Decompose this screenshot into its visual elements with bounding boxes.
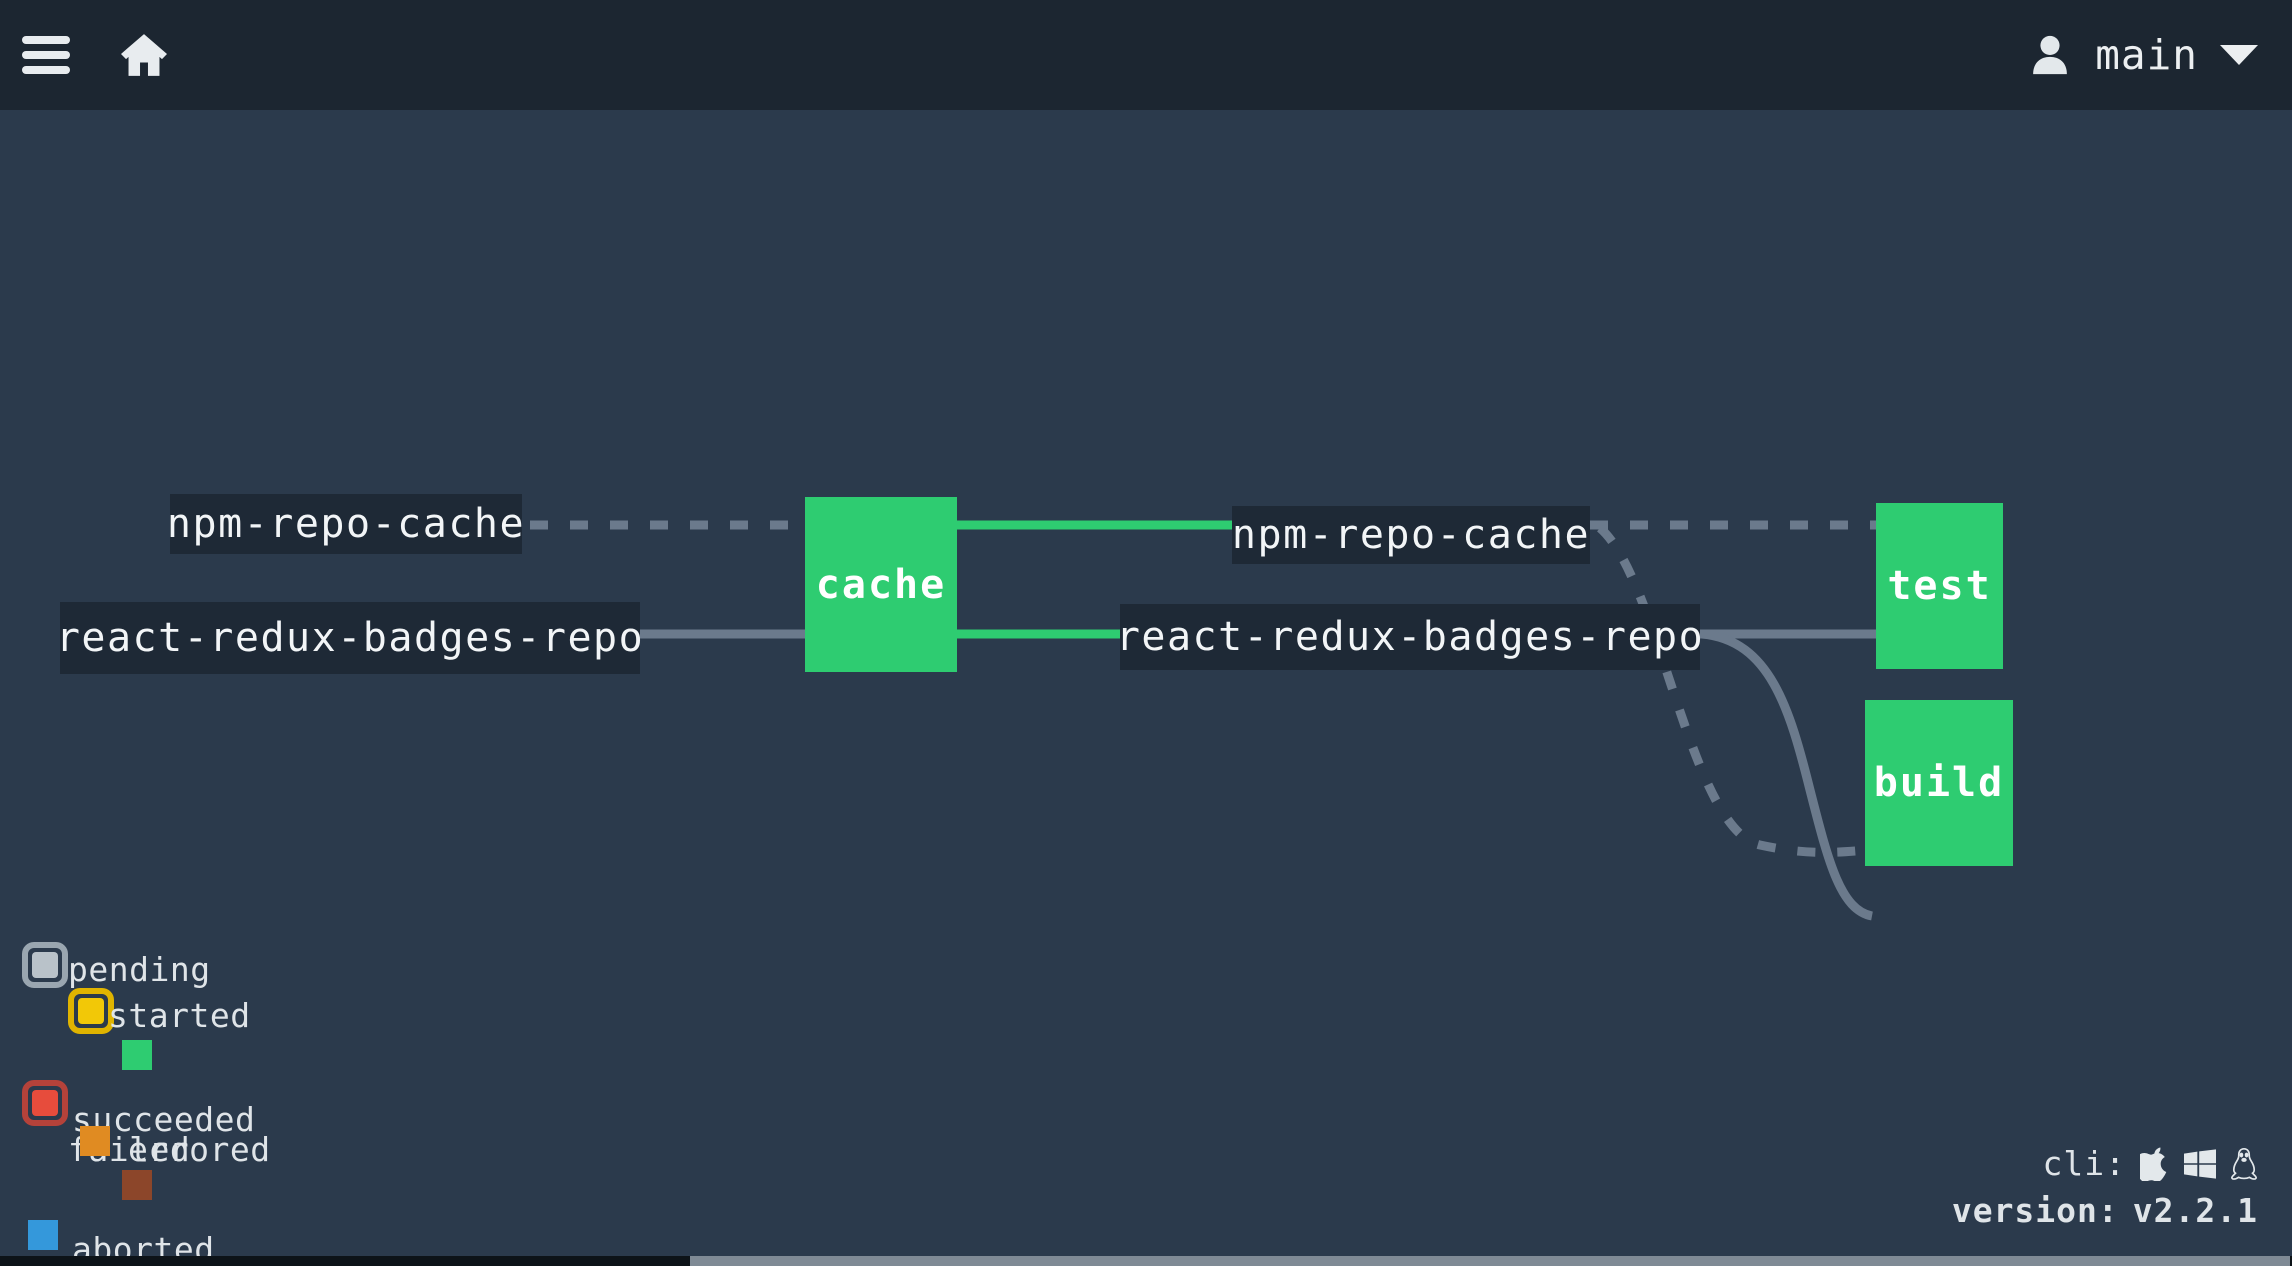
node-label: react-redux-badges-repo	[1115, 614, 1705, 660]
node-label: cache	[815, 561, 947, 608]
legend-square	[80, 1126, 110, 1156]
topbar-left-group	[0, 32, 170, 78]
apple-icon[interactable]	[2140, 1146, 2170, 1181]
user-menu-button[interactable]: main	[2027, 31, 2292, 79]
legend-swatch-started	[68, 988, 114, 1034]
cli-label: cli:	[2042, 1144, 2126, 1183]
user-name-label: main	[2095, 31, 2198, 79]
version-label: version:	[1951, 1191, 2119, 1230]
version-value: v2.2.1	[2132, 1191, 2258, 1230]
legend-swatch-paused	[28, 1220, 58, 1250]
linux-penguin-icon[interactable]	[2230, 1147, 2258, 1181]
graph-edges	[530, 520, 1876, 921]
legend-swatch-pending	[22, 942, 68, 988]
hamburger-menu-icon[interactable]	[22, 36, 70, 74]
stage-node-cache[interactable]: cache	[805, 497, 957, 672]
legend-square	[122, 1040, 152, 1070]
footer-version-line: version: v2.2.1	[1952, 1191, 2258, 1230]
legend-ring	[22, 1080, 68, 1126]
legend-label-text: aborted	[72, 1230, 215, 1256]
legend-square	[28, 1220, 58, 1250]
legend-ring-fill	[32, 952, 58, 978]
label-node-npm-repo-cache-out[interactable]: npm-repo-cache	[1232, 506, 1590, 564]
node-label: npm-repo-cache	[166, 501, 526, 547]
legend-swatch-errored	[80, 1126, 110, 1156]
legend-item-started: started	[108, 996, 251, 1035]
windows-icon[interactable]	[2184, 1148, 2216, 1179]
legend-ring	[22, 942, 68, 988]
edge-npmcacheout-to-build	[1596, 524, 1869, 857]
hamburger-bar	[22, 36, 70, 44]
legend-ring-fill	[32, 1090, 58, 1116]
legend-label-text: pending	[68, 950, 211, 989]
stage-node-build[interactable]: build	[1865, 700, 2013, 866]
legend-label-text: started	[108, 996, 251, 1035]
legend-swatch-failed	[22, 1080, 68, 1126]
label-node-react-repo-in[interactable]: react-redux-badges-repo	[56, 602, 643, 674]
stage-node-test[interactable]: test	[1876, 503, 2003, 669]
user-avatar-icon	[2033, 35, 2068, 75]
legend-label-text: errored	[128, 1130, 271, 1169]
legend-swatch-succeeded	[122, 1040, 152, 1070]
chevron-down-icon[interactable]	[2220, 45, 2258, 65]
legend-item-errored: errored	[128, 1130, 271, 1169]
node-label: npm-repo-cache	[1231, 512, 1591, 558]
graph-canvas[interactable]: npm-repo-cache react-redux-badges-repo cac…	[0, 110, 2292, 1256]
legend-swatch-aborted	[122, 1170, 152, 1200]
top-navigation-bar: main	[0, 0, 2292, 110]
legend-item-pending: pending	[68, 950, 211, 989]
footer-info: cli:	[1952, 1144, 2258, 1238]
legend-item-aborted: aborted	[72, 1230, 215, 1256]
hamburger-bar	[22, 51, 70, 59]
node-label: react-redux-badges-repo	[55, 615, 645, 661]
hamburger-bar	[22, 66, 70, 74]
edge-reactrepoout-to-build	[1701, 629, 1874, 921]
legend-ring-fill	[78, 998, 104, 1024]
os-icon-group	[2140, 1146, 2258, 1181]
horizontal-scrollbar[interactable]	[0, 1256, 2292, 1266]
node-label: test	[1887, 563, 1992, 609]
node-label: build	[1873, 760, 2005, 806]
footer-cli-line: cli:	[1952, 1144, 2258, 1183]
horizontal-scrollbar-thumb[interactable]	[690, 1256, 2290, 1266]
legend-ring	[68, 988, 114, 1034]
legend-square	[122, 1170, 152, 1200]
label-node-react-repo-out[interactable]: react-redux-badges-repo	[1116, 604, 1703, 670]
label-node-npm-repo-cache-in[interactable]: npm-repo-cache	[166, 494, 526, 554]
home-icon[interactable]	[118, 32, 170, 78]
